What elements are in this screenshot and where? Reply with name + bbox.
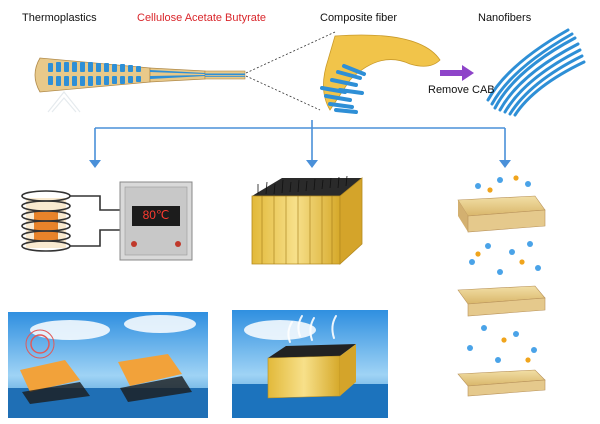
droplets bbox=[467, 175, 541, 363]
aligned-fiber-block bbox=[251, 175, 363, 265]
temperature-readout: 80℃ bbox=[142, 208, 170, 222]
watermark-logo bbox=[47, 91, 81, 113]
label-composite-fiber: Composite fiber bbox=[320, 12, 398, 24]
nanofibers-bundle bbox=[486, 28, 586, 117]
label-cab: Cellulose Acetate Butyrate bbox=[137, 12, 267, 24]
label-thermoplastics: Thermoplastics bbox=[22, 12, 97, 24]
remove-cab-arrow bbox=[440, 65, 474, 81]
zoom-line-top bbox=[245, 31, 336, 74]
preform-fibers bbox=[48, 62, 245, 86]
preform-rod bbox=[34, 57, 246, 93]
zoom-line-bottom bbox=[245, 75, 321, 111]
porous-sheet-stack bbox=[457, 195, 546, 397]
label-nanofibers: Nanofibers bbox=[478, 12, 532, 24]
label-remove-cab: Remove CAB bbox=[428, 84, 495, 96]
composite-fiber bbox=[320, 34, 441, 114]
connector-lines bbox=[89, 120, 511, 168]
heating-setup bbox=[21, 181, 193, 261]
scene-evaporation bbox=[232, 310, 388, 418]
scene-photothermal bbox=[8, 312, 208, 418]
